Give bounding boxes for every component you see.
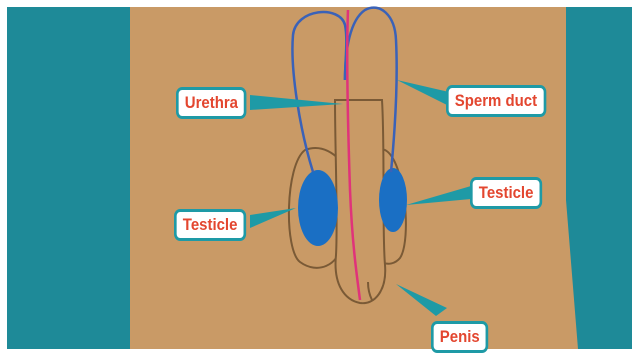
penis-label: Penis <box>431 321 489 353</box>
sperm-duct-label: Sperm duct <box>446 85 546 117</box>
penis-shape <box>335 100 385 303</box>
testicle-left-label: Testicle <box>174 209 246 241</box>
testicle-right-shape <box>379 168 407 232</box>
testicle-left-shape <box>298 170 338 246</box>
testicle-right-label: Testicle <box>470 177 542 209</box>
urethra-label: Urethra <box>176 87 247 119</box>
